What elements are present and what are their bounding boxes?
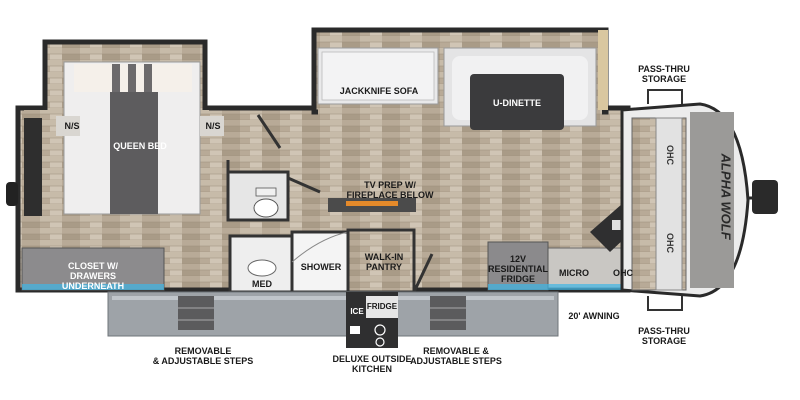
- nightstand-right: [200, 116, 224, 136]
- label-ohc-top: OHC: [665, 145, 675, 165]
- closet: [21, 247, 165, 291]
- sink-icon: [247, 259, 277, 277]
- burner-icon: [374, 324, 386, 336]
- dinette-table: [470, 74, 564, 130]
- label-steps-left: REMOVABLE & ADJUSTABLE STEPS: [152, 346, 254, 366]
- label-ohc-bottom: OHC: [665, 233, 675, 253]
- burner-icon-2: [375, 337, 385, 347]
- label-closet: CLOSET W/ DRAWERS UNDERNEATH: [61, 261, 125, 291]
- label-tv-prep: TV PREP W/ FIREPLACE BELOW: [346, 180, 434, 200]
- label-steps-right: REMOVABLE & ADJUSTABLE STEPS: [410, 346, 502, 366]
- outside-fridge-box: [366, 296, 398, 318]
- label-micro: MICRO: [559, 268, 589, 278]
- steps-left: [178, 296, 214, 330]
- label-med: MED: [252, 279, 272, 289]
- label-shower: SHOWER: [300, 262, 342, 272]
- label-ns-left: N/S: [64, 121, 80, 131]
- nightstand-left: [56, 116, 80, 136]
- label-jackknife-sofa: JACKKNIFE SOFA: [339, 86, 419, 96]
- brand-logo: ALPHA WOLF: [718, 153, 734, 240]
- label-u-dinette: U-DINETTE: [493, 98, 541, 108]
- steps-right: [430, 296, 466, 330]
- label-walk-in-pantry: WALK-IN PANTRY: [364, 252, 404, 272]
- pass-thru-storage-top: [647, 89, 683, 104]
- label-awning: 20' AWNING: [568, 311, 620, 321]
- label-outside-kitchen: DELUXE OUTSIDE KITCHEN: [332, 354, 412, 374]
- label-ice: ICE: [350, 307, 364, 316]
- hitch-jack: [752, 180, 778, 214]
- label-ohc-right: OHC: [613, 268, 633, 278]
- label-ns-right: N/S: [205, 121, 221, 131]
- label-outside-fridge: FRIDGE: [366, 302, 398, 311]
- label-pass-thru-top: PASS-THRU STORAGE: [638, 64, 690, 84]
- label-queen-bed: QUEEN BED: [113, 141, 167, 151]
- label-fridge: 12V RESIDENTIAL FRIDGE: [488, 254, 549, 284]
- residential-fridge: [487, 241, 549, 291]
- toilet: [253, 198, 279, 218]
- label-pass-thru-bottom: PASS-THRU STORAGE: [638, 326, 690, 346]
- pass-thru-storage-bottom: [647, 296, 683, 311]
